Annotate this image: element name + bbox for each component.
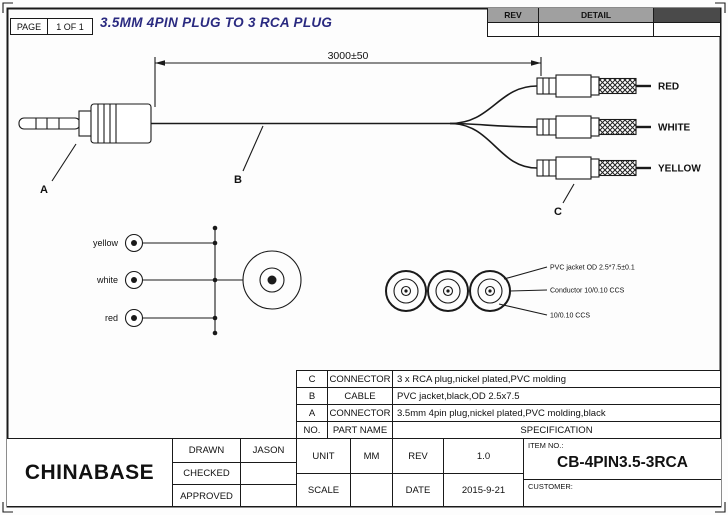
customer-cell: CUSTOMER: (523, 479, 721, 507)
parts-row-b: B CABLE PVC jacket,black,OD 2.5x7.5 (296, 387, 721, 405)
rev-dark-cell (653, 8, 720, 22)
rca-plug-yellow: YELLOW (536, 156, 701, 180)
page-value: 1 OF 1 (56, 21, 84, 32)
part-no-cell: C (296, 370, 328, 388)
drawn-label-cell: DRAWN (172, 439, 240, 462)
drawn-value-cell: JASON (240, 439, 296, 462)
callout-a: A (40, 143, 77, 196)
part-name-cell: CABLE (327, 387, 393, 405)
part-no-cell: A (296, 404, 328, 422)
date-value-cell: 2015-9-21 (443, 473, 523, 507)
section-note-strand: 10/0.10 CCS (550, 313, 590, 320)
detail-empty-cell-2 (653, 22, 720, 36)
company-name: CHINABASE (24, 461, 155, 484)
item-no-label: ITEM NO.: (528, 441, 564, 450)
item-no-cell: ITEM NO.: CB-4PIN3.5-3RCA (523, 439, 721, 479)
parts-footer-row: NO. PART NAME SPECIFICATION (296, 421, 721, 439)
parts-footer-part: PART NAME (327, 421, 393, 439)
parts-row-c: C CONNECTOR 3 x RCA plug,nickel plated,P… (296, 370, 721, 388)
revision-table: REV DETAIL (487, 8, 721, 37)
page-label: PAGE (16, 21, 42, 32)
part-spec-cell: 3.5mm 4pin plug,nickel plated,PVC moldin… (392, 404, 721, 422)
dimension-annotation: 3000±50 (154, 50, 542, 107)
page-value-box: 1 OF 1 (47, 18, 93, 35)
approved-value-cell (240, 484, 296, 507)
rca-label-white: WHITE (658, 123, 691, 134)
part-spec-cell: PVC jacket,black,OD 2.5x7.5 (392, 387, 721, 405)
cable-cross-sections: PVC jacket OD 2.5*7.5±0.1 Conductor 10/0… (385, 265, 635, 320)
callout-a-label: A (40, 184, 48, 196)
drawing-title: 3.5MM 4PIN PLUG TO 3 RCA PLUG (100, 15, 333, 30)
wiring-schematic: yellow white red (93, 225, 302, 336)
detail-header-cell: DETAIL (538, 8, 653, 22)
part-spec-cell: 3 x RCA plug,nickel plated,PVC molding (392, 370, 721, 388)
unit-value-cell: MM (350, 439, 392, 473)
checked-label-cell: CHECKED (172, 462, 240, 484)
scale-value-cell (350, 473, 392, 507)
part-name-cell: CONNECTOR (327, 370, 393, 388)
wire-label-white: white (96, 275, 118, 285)
rca-plug-white: WHITE (536, 115, 691, 139)
plug-35mm (18, 103, 152, 144)
rev-label-cell: REV (392, 439, 443, 473)
callout-c: C (554, 183, 575, 218)
unit-label-cell: UNIT (296, 439, 350, 473)
parts-table: C CONNECTOR 3 x RCA plug,nickel plated,P… (296, 370, 721, 439)
customer-label: CUSTOMER: (528, 482, 573, 491)
wire-label-red: red (105, 313, 118, 323)
parts-footer-no: NO. (296, 421, 328, 439)
rev-value-cell: 1.0 (443, 439, 523, 473)
cable (151, 85, 538, 169)
revision-empty-row (488, 22, 720, 36)
section-note-jacket: PVC jacket OD 2.5*7.5±0.1 (550, 265, 635, 272)
wire-label-yellow: yellow (93, 238, 119, 248)
rca-label-yellow: YELLOW (658, 164, 701, 175)
dimension-label: 3000±50 (328, 50, 369, 62)
approved-label-cell: APPROVED (172, 484, 240, 507)
scale-label-cell: SCALE (296, 473, 350, 507)
parts-row-a: A CONNECTOR 3.5mm 4pin plug,nickel plate… (296, 404, 721, 422)
rev-header-cell: REV (488, 8, 538, 22)
plug-cross-section (242, 250, 302, 310)
detail-empty-cell (538, 22, 653, 36)
page-label-box: PAGE (10, 18, 48, 35)
parts-footer-spec: SPECIFICATION (392, 421, 721, 439)
part-no-cell: B (296, 387, 328, 405)
rev-empty-cell (488, 22, 538, 36)
callout-c-label: C (554, 206, 562, 218)
rca-label-red: RED (658, 82, 679, 93)
item-no-value: CB-4PIN3.5-3RCA (557, 453, 688, 471)
revision-header-row: REV DETAIL (488, 8, 720, 22)
callout-b-label: B (234, 174, 242, 186)
date-label-cell: DATE (392, 473, 443, 507)
section-note-conductor: Conductor 10/0.10 CCS (550, 288, 625, 295)
callout-b: B (234, 125, 264, 186)
part-name-cell: CONNECTOR (327, 404, 393, 422)
checked-value-cell (240, 462, 296, 484)
rca-plug-red: RED (536, 74, 679, 98)
title-block: CHINABASE DRAWN JASON CHECKED APPROVED U… (7, 438, 721, 507)
